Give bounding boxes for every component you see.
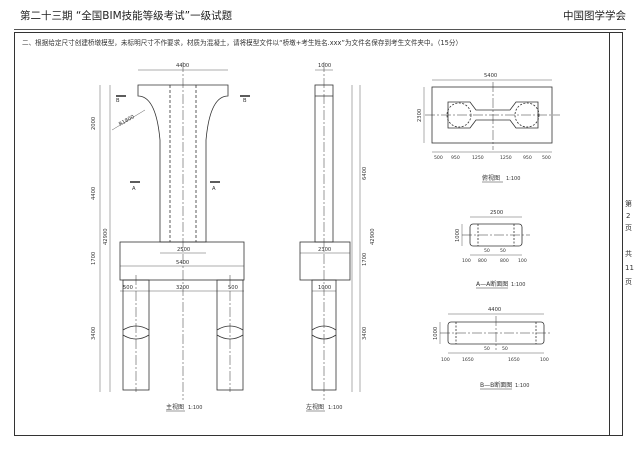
marker-a-left: A xyxy=(132,186,136,192)
section-b-scale: 1:100 xyxy=(515,383,529,389)
marker-b-left: B xyxy=(116,98,120,104)
section-b-view xyxy=(439,313,552,354)
dim-b-small-0: 50 xyxy=(484,346,490,352)
dim-top-row-0: 500 xyxy=(434,155,443,161)
dim-cap-inner: 2500 xyxy=(177,247,190,253)
dim-b-row-1: 1650 xyxy=(462,357,474,363)
dim-side-1700: 1700 xyxy=(362,253,368,266)
page-sidebar xyxy=(609,32,626,436)
dim-radius: R1800 xyxy=(118,114,136,128)
marker-a-right: A xyxy=(212,186,216,192)
dim-a-width: 2500 xyxy=(490,210,503,216)
sidebar-text-1: 2 xyxy=(626,212,630,220)
dim-a-row-1: 800 xyxy=(478,258,487,264)
dim-height-1700: 1700 xyxy=(91,252,97,265)
front-view-scale: 1:100 xyxy=(188,405,202,411)
section-a-caption: A—A断面图 xyxy=(476,280,508,288)
dim-top-row-5: 500 xyxy=(542,155,551,161)
sidebar-text-3: 共 xyxy=(625,249,632,258)
break-line xyxy=(311,325,337,340)
dim-bottom-500a: 500 xyxy=(123,285,133,291)
dim-b-width: 4400 xyxy=(488,307,501,313)
dim-top-view-width: 5400 xyxy=(484,73,497,79)
organization-name: 中国图学学会 xyxy=(563,10,626,22)
exam-title: 第二十三期 “全国BIM技能等级考试”一级试题 xyxy=(20,10,233,22)
section-a-scale: 1:100 xyxy=(511,282,525,288)
dim-top-row-3: 1250 xyxy=(500,155,512,161)
sidebar-text-5: 页 xyxy=(625,278,632,286)
front-view-caption: 主视图 xyxy=(166,403,184,411)
dim-top-row-1: 950 xyxy=(451,155,460,161)
dim-top-view-height: 2300 xyxy=(417,109,423,122)
dim-a-small-0: 50 xyxy=(484,248,490,254)
marker-b-right: B xyxy=(243,98,247,104)
dim-b-row-2: 1650 xyxy=(508,357,520,363)
front-view xyxy=(99,62,250,400)
dim-side-cap: 2300 xyxy=(318,247,331,253)
dim-side-6400: 6400 xyxy=(362,167,368,180)
dim-bottom-500b: 500 xyxy=(228,285,238,291)
dim-top-row-2: 1250 xyxy=(472,155,484,161)
dim-b-small-1: 50 xyxy=(502,346,508,352)
dim-a-row-3: 100 xyxy=(518,258,527,264)
dim-height-2000: 2000 xyxy=(91,117,97,130)
dim-b-height: 1000 xyxy=(433,327,439,340)
dim-cap-width: 5400 xyxy=(176,260,189,266)
sidebar-text-4: 11 xyxy=(625,264,634,272)
question-text: 二、根据给定尺寸创建桥墩模型，未标明尺寸不作要求，材质为混凝土，请将模型文件以“… xyxy=(22,39,463,47)
dim-side-leg: 1000 xyxy=(318,285,331,291)
radius-leader xyxy=(111,109,146,131)
page-header: 第二十三期 “全国BIM技能等级考试”一级试题 中国图学学会 xyxy=(0,0,640,30)
dim-a-height: 1000 xyxy=(455,229,461,242)
section-a-view xyxy=(461,216,530,256)
pile-cap xyxy=(119,241,245,281)
dim-top-row-4: 950 xyxy=(523,155,532,161)
header-divider xyxy=(14,29,626,30)
dim-side-top: 1000 xyxy=(318,63,331,69)
top-view xyxy=(423,79,560,153)
side-view-scale: 1:100 xyxy=(328,405,342,411)
side-view xyxy=(299,62,361,400)
top-view-caption: 俯视图 xyxy=(482,174,500,182)
dim-b-row-0: 100 xyxy=(441,357,450,363)
top-view-scale: 1:100 xyxy=(506,176,520,182)
dim-side-3400: 3400 xyxy=(362,327,368,340)
drawing-frame xyxy=(14,32,623,436)
dim-height-4400: 4400 xyxy=(91,187,97,200)
dim-a-row-0: 100 xyxy=(462,258,471,264)
sidebar-text-0: 第 xyxy=(625,199,632,208)
sidebar-text-2: 页 xyxy=(625,224,632,232)
dim-bottom-3200: 3200 xyxy=(176,285,189,291)
section-b-caption: B—B断面图 xyxy=(480,381,512,389)
dim-top-width: 4400 xyxy=(176,63,189,69)
dim-b-row-3: 100 xyxy=(540,357,549,363)
dim-a-small-1: 50 xyxy=(500,248,506,254)
side-view-caption: 左视图 xyxy=(306,403,324,411)
dim-side-total: 42900 xyxy=(370,228,376,245)
dim-height-3400: 3400 xyxy=(91,327,97,340)
dim-a-row-2: 800 xyxy=(500,258,509,264)
column-plan xyxy=(447,101,539,129)
dim-total-height: 42900 xyxy=(103,228,109,245)
